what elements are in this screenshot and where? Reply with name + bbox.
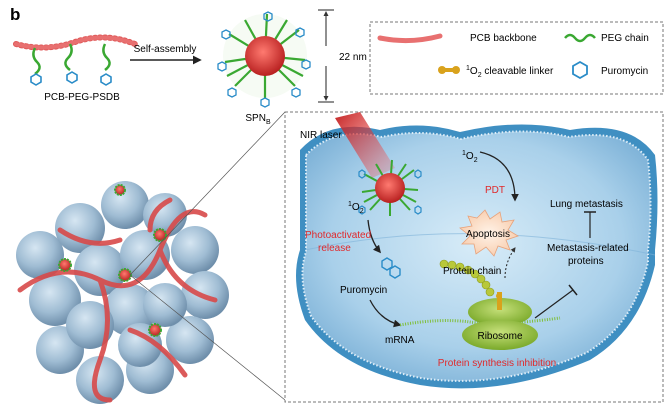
puromycin-label: Puromycin: [340, 285, 387, 296]
legend-linker-swatch: [438, 66, 460, 74]
panel-label: b: [10, 5, 20, 24]
legend-peg-swatch: [564, 33, 596, 43]
legend-puromycin-icon: [572, 60, 588, 80]
legend-peg-label: PEG chain: [601, 33, 649, 44]
mrna-label: mRNA: [385, 335, 415, 346]
inhibit-line-ribosome: [534, 289, 574, 319]
lung-metastasis-label: Lung metastasis: [550, 199, 623, 210]
cell-nanoparticle: [358, 159, 422, 216]
meta-line2: proteins: [568, 256, 604, 267]
spn-label: SPNB: [245, 113, 271, 126]
mrna-strand: [399, 316, 561, 327]
legend-puromycin-label: Puromycin: [601, 66, 648, 77]
protein-chain-beads: [439, 259, 495, 297]
ribosome: [462, 292, 538, 350]
spn-nanoparticle: [217, 11, 311, 108]
zoom-line-bottom: [129, 274, 286, 401]
apoptosis-label: Apoptosis: [466, 229, 510, 240]
nir-laser-beam: [335, 112, 395, 178]
release-arrow: [367, 219, 381, 254]
self-assembly-label: Self-assembly: [134, 44, 197, 55]
nir-laser-label: NIR laser: [300, 130, 342, 141]
protein-to-apoptosis-arrow: [504, 247, 516, 279]
zoom-line-top: [129, 111, 286, 276]
size-label: 22 nm: [339, 52, 367, 63]
monomer-illustration: [13, 34, 138, 86]
pdt-arrow: [479, 151, 519, 202]
pdt-label: PDT: [485, 185, 505, 196]
protein-chain-label: Protein chain: [443, 266, 501, 277]
inhibition-label: Protein synthesis inhibition: [438, 358, 556, 369]
size-scale-bar: [318, 9, 334, 103]
photo-release-line1: Photoactivated: [305, 230, 371, 241]
inhibit-bar-ribosome: [568, 284, 578, 296]
photo-release-line2: release: [318, 243, 351, 254]
legend-box: [369, 21, 664, 95]
legend-linker-label: 1O2 cleavable linker: [466, 65, 554, 79]
legend-pcb-label: PCB backbone: [470, 33, 537, 44]
monomer-label: PCB-PEG-PSDB: [44, 92, 120, 103]
ribosome-label: Ribosome: [477, 331, 522, 342]
meta-line1: Metastasis-related: [547, 243, 629, 254]
singlet-oxygen-left: 1O2: [348, 201, 364, 215]
puromycin-to-mrna-arrow: [369, 299, 402, 328]
tumor-cluster: [16, 181, 229, 404]
legend-pcb-swatch: [377, 33, 443, 44]
singlet-oxygen-top: 1O2: [462, 150, 478, 164]
released-puromycin-icon: [381, 257, 401, 279]
apoptosis-burst: [459, 209, 519, 257]
